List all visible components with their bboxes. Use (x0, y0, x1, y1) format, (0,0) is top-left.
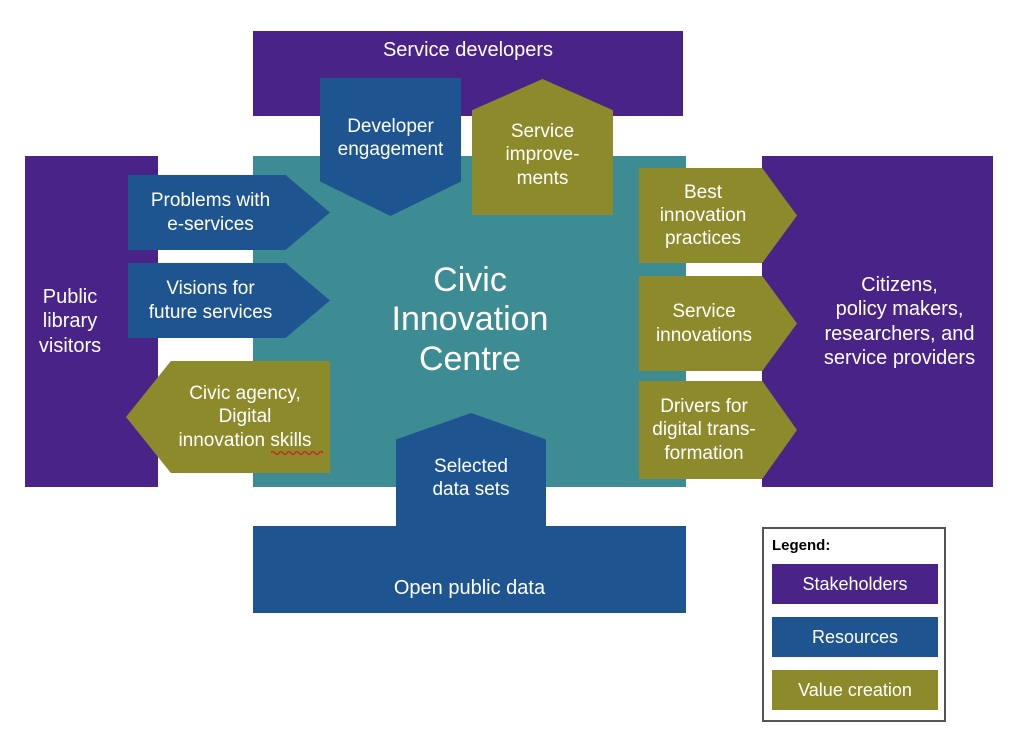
visions-for-future-services-arrow (128, 263, 330, 338)
civic-agency-arrow (126, 361, 330, 473)
stakeholder-public-library-visitors-label: Public library visitors (38, 285, 102, 357)
civic-agency-label: Civic agency, Digital innovation skills (178, 383, 312, 451)
drivers-for-digital-transformation-label: Drivers for digital trans- formation (652, 396, 756, 464)
service-innovations-arrow (639, 276, 797, 371)
legend-item-value-creation: Value creation (772, 670, 938, 710)
service-innovations-label: Service innovations (655, 301, 753, 346)
legend: Legend: Stakeholders Resources Value cre… (762, 527, 946, 722)
service-improvements-arrow (472, 79, 613, 215)
problems-with-e-services-arrow (128, 175, 330, 250)
stakeholder-service-developers-label: Service developers (382, 38, 554, 61)
selected-data-sets-arrow (396, 413, 546, 528)
resource-open-public-data-label: Open public data (393, 576, 546, 599)
stakeholder-citizens-label: Citizens, policy makers, researchers, an… (823, 273, 976, 369)
service-improvements-label: Service improve- ments (505, 121, 580, 189)
legend-item-resources: Resources (772, 617, 938, 657)
problems-with-e-services-label: Problems with e-services (150, 190, 271, 235)
best-innovation-practices-arrow (639, 168, 797, 263)
legend-title: Legend: (772, 537, 831, 554)
selected-data-sets-label: Selected data sets (432, 455, 510, 500)
visions-for-future-services-label: Visions for future services (148, 278, 273, 323)
drivers-for-digital-transformation-arrow (639, 381, 797, 479)
developer-engagement-label: Developer engagement (337, 115, 444, 160)
legend-item-stakeholders: Stakeholders (772, 564, 938, 604)
developer-engagement-arrow (320, 78, 461, 216)
best-innovation-practices-label: Best innovation practices (659, 181, 747, 250)
civic-innovation-centre-label: Civic Innovation Centre (391, 260, 549, 378)
spellcheck-underline (271, 450, 323, 455)
stakeholder-citizens (762, 156, 993, 487)
resource-open-public-data (253, 526, 686, 613)
